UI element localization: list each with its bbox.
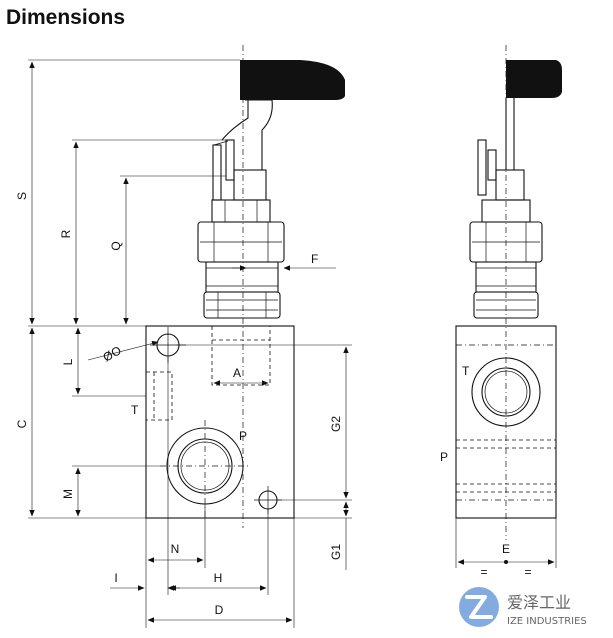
label-q: Q xyxy=(109,241,123,250)
label-r: R xyxy=(59,229,73,238)
label-l: L xyxy=(61,358,75,365)
label-g1: G1 xyxy=(329,544,343,560)
label-f: F xyxy=(311,252,318,266)
label-s: S xyxy=(15,192,29,200)
watermark-cn: 爱泽工业 xyxy=(507,593,571,612)
label-g2: G2 xyxy=(329,416,343,432)
label-c: C xyxy=(15,419,29,428)
label-eq-right: = xyxy=(524,565,531,579)
label-p-side: P xyxy=(440,450,448,464)
label-e: E xyxy=(502,542,510,556)
handle xyxy=(240,60,345,100)
ize-logo-icon xyxy=(459,587,499,627)
label-t-front: T xyxy=(131,403,139,417)
label-m: M xyxy=(61,489,75,499)
valve-body-side xyxy=(455,325,557,519)
label-p-front: P xyxy=(239,429,247,443)
thread-body xyxy=(205,261,279,293)
label-n: N xyxy=(171,542,180,556)
label-a: A xyxy=(233,366,241,380)
label-h: H xyxy=(214,571,223,585)
port-t-side xyxy=(471,357,541,427)
stem xyxy=(225,139,235,181)
label-o: ØO xyxy=(101,343,124,364)
label-i: I xyxy=(114,571,117,585)
handle-side xyxy=(506,60,562,98)
valve-body xyxy=(145,325,295,519)
label-d: D xyxy=(215,603,224,617)
handle-stem xyxy=(245,99,273,170)
upper-nut xyxy=(211,199,271,223)
page-title: Dimensions xyxy=(6,6,126,29)
dimension-labels: S R Q F ØO L A T P C G2 M G1 N I H D T P… xyxy=(15,192,532,617)
watermark-en: IZE INDUSTRIES xyxy=(507,616,587,627)
front-view xyxy=(28,45,352,628)
label-t-side: T xyxy=(462,364,470,378)
side-view xyxy=(455,45,562,568)
label-eq-left: = xyxy=(480,565,487,579)
lower-nut xyxy=(203,291,281,319)
watermark: 爱泽工业 IZE INDUSTRIES xyxy=(459,587,587,627)
